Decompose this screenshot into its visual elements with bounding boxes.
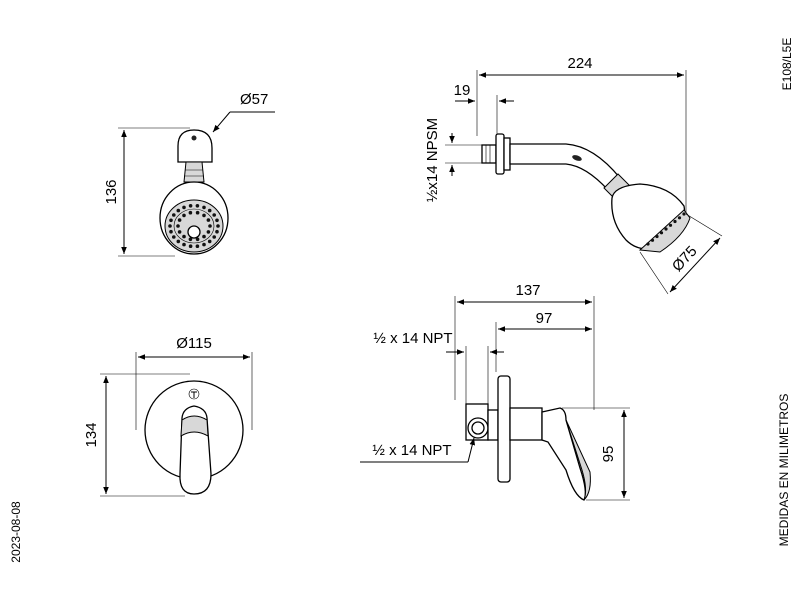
side-nozzle-dot (650, 238, 655, 242)
nozzle-dot (208, 224, 212, 228)
nozzle-dot (188, 204, 193, 208)
nozzle-dot (216, 224, 220, 228)
nozzle-dot (207, 239, 212, 244)
valve-diameter-label: Ø115 (176, 335, 212, 352)
nozzle-dot (176, 208, 181, 213)
valve-depth-label: 137 (515, 282, 540, 299)
valve-thread-top-label: ½ x 14 NPT (373, 330, 452, 347)
shower-arm-side-view: 224 19 ½x14 NPSM Ø75 (424, 55, 723, 295)
nozzle-dot (177, 230, 182, 234)
shower-arm-length-label: 224 (567, 55, 592, 72)
nozzle-dot (169, 229, 173, 234)
nozzle-dot (206, 218, 211, 222)
nozzle-dot (182, 242, 186, 247)
shower-head-side-nozzles (646, 212, 686, 246)
nozzle-dot (168, 224, 172, 228)
flange-thickness-label: 19 (454, 82, 471, 99)
arm-head-diameter-label: Ø75 (669, 243, 701, 275)
valve-side-view: 137 97 ½ x 14 NPT ½ x 14 NPT 95 (360, 282, 630, 501)
nozzle-dot (176, 224, 180, 228)
side-nozzle-dot (646, 242, 650, 246)
nozzle-dot (202, 242, 206, 247)
nozzle-dot (182, 213, 186, 218)
nozzle-dot (215, 229, 219, 234)
nozzle-dot (202, 213, 206, 218)
nozzle-dot (188, 210, 193, 215)
side-nozzle-dot (655, 234, 659, 239)
nozzle-dot (177, 218, 182, 222)
side-nozzle-dot (664, 227, 668, 231)
nozzle-dot (176, 239, 181, 244)
valve-height-label: 134 (83, 422, 100, 447)
side-nozzle-dot (673, 219, 677, 224)
nozzle-dot (195, 210, 200, 215)
nozzle-dot (212, 213, 216, 217)
nozzle-dot (212, 235, 216, 239)
valve-side-height-label: 95 (600, 446, 617, 463)
nozzle-dot (172, 235, 176, 239)
nozzle-dot (182, 205, 186, 210)
nozzle-dot (182, 234, 186, 239)
valve-front-view: Ø115 134 (83, 335, 253, 497)
drawing-date: 2023-08-08 (9, 501, 23, 563)
nozzle-dot (207, 208, 212, 213)
side-nozzle-dot (668, 223, 673, 227)
shower-head-nozzles (168, 204, 220, 248)
nozzle-dot (172, 213, 176, 217)
nozzle-dot (202, 234, 206, 239)
units-note: MEDIDAS EN MILIMETROS (777, 394, 791, 547)
nozzle-dot (188, 244, 193, 248)
drawing-code: E108/L5E (780, 38, 794, 91)
arm-thread-label: ½x14 NPSM (424, 118, 441, 202)
nozzle-dot (202, 205, 206, 210)
handle-reach-label: 97 (536, 310, 553, 327)
side-nozzle-dot (677, 216, 682, 220)
shower-head-diameter-label: Ø57 (240, 91, 268, 108)
side-nozzle-dot (659, 231, 664, 235)
nozzle-dot (195, 237, 200, 242)
nozzle-dot (206, 230, 211, 234)
nozzle-dot (188, 237, 193, 242)
nozzle-dot (195, 244, 200, 248)
nozzle-dot (195, 204, 200, 208)
nozzle-dot (169, 218, 173, 223)
valve-thread-bottom-label: ½ x 14 NPT (372, 442, 451, 459)
nozzle-dot (215, 218, 219, 223)
shower-head-front-view: 136 Ø57 (103, 91, 275, 257)
side-nozzle-dot (682, 212, 686, 216)
shower-head-height-label: 136 (103, 179, 120, 204)
